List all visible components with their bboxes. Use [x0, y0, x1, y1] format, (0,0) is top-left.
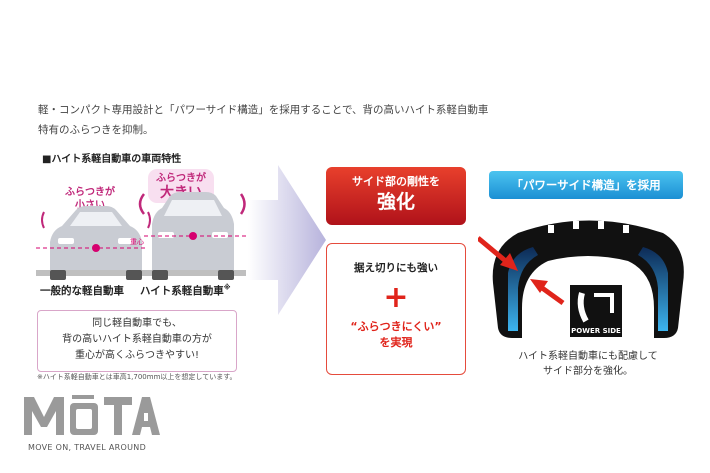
tall-kei-car-label: ハイト系軽自動車※ — [140, 283, 231, 298]
power-side-badge-label: POWER SIDE — [571, 327, 621, 335]
tread-blocks — [548, 221, 629, 233]
benefit-line-1: 据え切りにも強い — [354, 262, 438, 274]
small-sway-line-2: 小さい — [75, 200, 105, 211]
intro-line-2: 特有のふらつきを抑制。 — [38, 124, 154, 136]
explanation-line-2: 背の高いハイト系軽自動車の方が — [62, 334, 212, 345]
large-sway-line-1: ふらつきが — [156, 173, 206, 184]
standard-kei-car-icon — [50, 206, 142, 280]
footnote-mark: ※ — [223, 283, 231, 292]
sway-mark-icon — [138, 193, 146, 215]
right-sidewall-reinforcement — [638, 247, 668, 331]
intro-line-1: 軽・コンパクト専用設計と「パワーサイド構造」を採用することで、背の高いハイト系軽… — [38, 104, 489, 116]
vehicle-characteristics-heading: ■ハイト系軽自動車の車両特性 — [42, 154, 182, 165]
explanation-line-3: 重心が高くふらつきやすい! — [74, 350, 199, 361]
sway-mark-icon — [239, 193, 246, 215]
explanation-line-1: 同じ軽自動車でも、 — [92, 318, 182, 329]
brand-tagline: MOVE ON, TRAVEL AROUND — [28, 443, 147, 452]
center-of-gravity-label: 重心 — [130, 238, 144, 246]
power-side-badge: POWER SIDE — [570, 285, 622, 337]
mota-logo — [24, 395, 160, 435]
force-arrow-icon — [478, 236, 518, 271]
benefit-box: 据え切りにも強い + “ふらつきにくい” を実現 — [326, 243, 466, 375]
rigidity-banner: サイド部の剛性を 強化 — [326, 167, 466, 225]
small-sway-line-1: ふらつきが — [65, 187, 115, 198]
tire-caption-line-1: ハイト系軽自動車にも配慮して — [518, 351, 658, 362]
plus-icon: + — [383, 280, 409, 315]
standard-kei-car-label: 一般的な軽自動車 — [40, 285, 124, 297]
small-sway-label: ふらつきが 小さい — [60, 186, 120, 212]
benefit-line-2: “ふらつきにくい” — [350, 320, 442, 333]
power-side-banner: 「パワーサイド構造」を採用 — [489, 171, 683, 199]
tire-caption: ハイト系軽自動車にも配慮して サイド部分を強化。 — [498, 349, 678, 379]
rigidity-banner-line-1: サイド部の剛性を — [352, 175, 440, 188]
tire-cross-section-illustration: POWER SIDE — [478, 220, 684, 338]
footnote: ※ハイト系軽自動車とは車高1,700mm以上を想定しています。 — [37, 373, 237, 381]
tall-kei-car-label-text: ハイト系軽自動車 — [140, 285, 224, 297]
explanation-box: 同じ軽自動車でも、 背の高いハイト系軽自動車の方が 重心が高くふらつきやすい! — [37, 310, 237, 372]
tire-caption-line-2: サイド部分を強化。 — [543, 366, 633, 377]
sway-mark-icon — [147, 211, 151, 229]
sway-mark-icon — [41, 211, 45, 229]
car-comparison-illustration: 重心 — [36, 192, 246, 280]
intro-text: 軽・コンパクト専用設計と「パワーサイド構造」を採用することで、背の高いハイト系軽… — [38, 100, 498, 140]
tall-kei-car-icon — [152, 192, 234, 280]
tire-body — [492, 220, 684, 338]
rigidity-banner-line-2: 強化 — [376, 191, 415, 213]
force-arrow-icon — [530, 279, 565, 306]
progression-arrow-icon — [248, 165, 326, 315]
benefit-line-3: を実現 — [379, 336, 413, 349]
